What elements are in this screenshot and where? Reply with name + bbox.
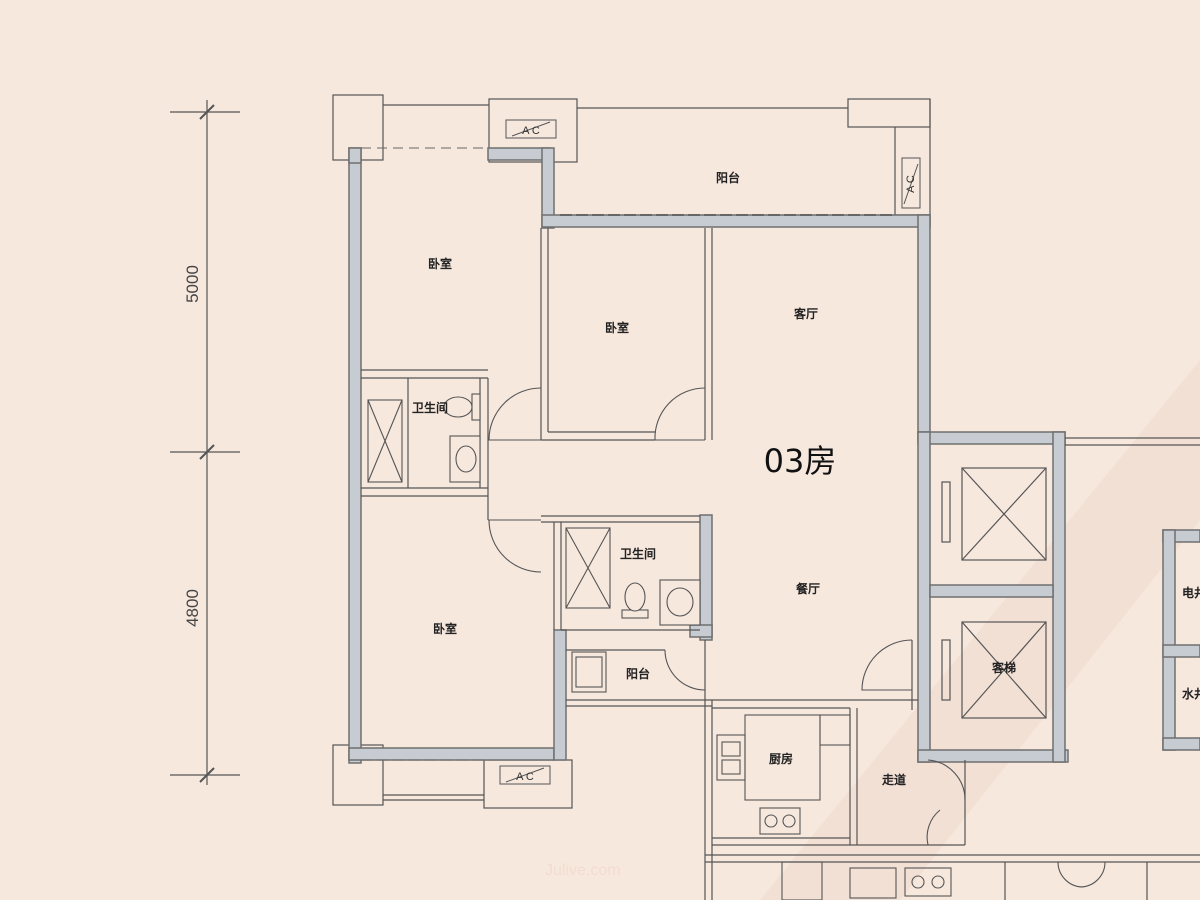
- room-label-balcony-small: 阳台: [626, 666, 650, 681]
- ac-mark: A C: [516, 771, 534, 783]
- room-label-bathroom-left: 卫生间: [412, 400, 448, 415]
- shower-left: [367, 399, 403, 483]
- room-label-living-room: 客厅: [793, 306, 818, 321]
- toilet-icon: [443, 393, 649, 619]
- ac-units: [499, 119, 921, 785]
- room-label-dining-room: 餐厅: [796, 581, 820, 596]
- basin-icon: [449, 435, 701, 626]
- room-label-bedroom-top-left: 卧室: [428, 256, 452, 271]
- room-label-water-partial: 水井: [1182, 686, 1200, 701]
- unit-label: 03房: [764, 442, 837, 480]
- ac-mark: A C: [905, 175, 917, 193]
- dimension-4800: 4800: [183, 589, 202, 627]
- room-label-elevator: 客梯: [991, 660, 1016, 675]
- room-label-balcony-top: 阳台: [716, 170, 740, 185]
- dimension-5000: 5000: [183, 265, 202, 303]
- doors: [488, 387, 1106, 888]
- washer-icon: [571, 651, 607, 693]
- kitchen-fixtures: [716, 714, 952, 900]
- room-label-bedroom-middle: 卧室: [605, 320, 629, 335]
- ac-mark: A C: [522, 125, 540, 137]
- dimension-line: [170, 100, 240, 785]
- walls: [348, 147, 1200, 764]
- shower-center: [565, 527, 611, 609]
- room-label-bedroom-bottom-left: 卧室: [433, 621, 457, 636]
- windows: [361, 147, 895, 761]
- room-label-electric-partial: 电井: [1182, 585, 1200, 600]
- watermark: Julive.com: [545, 862, 621, 879]
- room-label-kitchen: 厨房: [769, 751, 793, 766]
- room-label-corridor: 走道: [882, 772, 906, 787]
- elevator-shafts: [941, 467, 1047, 719]
- light-band: [760, 360, 1200, 900]
- outline: [332, 94, 931, 809]
- room-label-bathroom-center: 卫生间: [620, 546, 656, 561]
